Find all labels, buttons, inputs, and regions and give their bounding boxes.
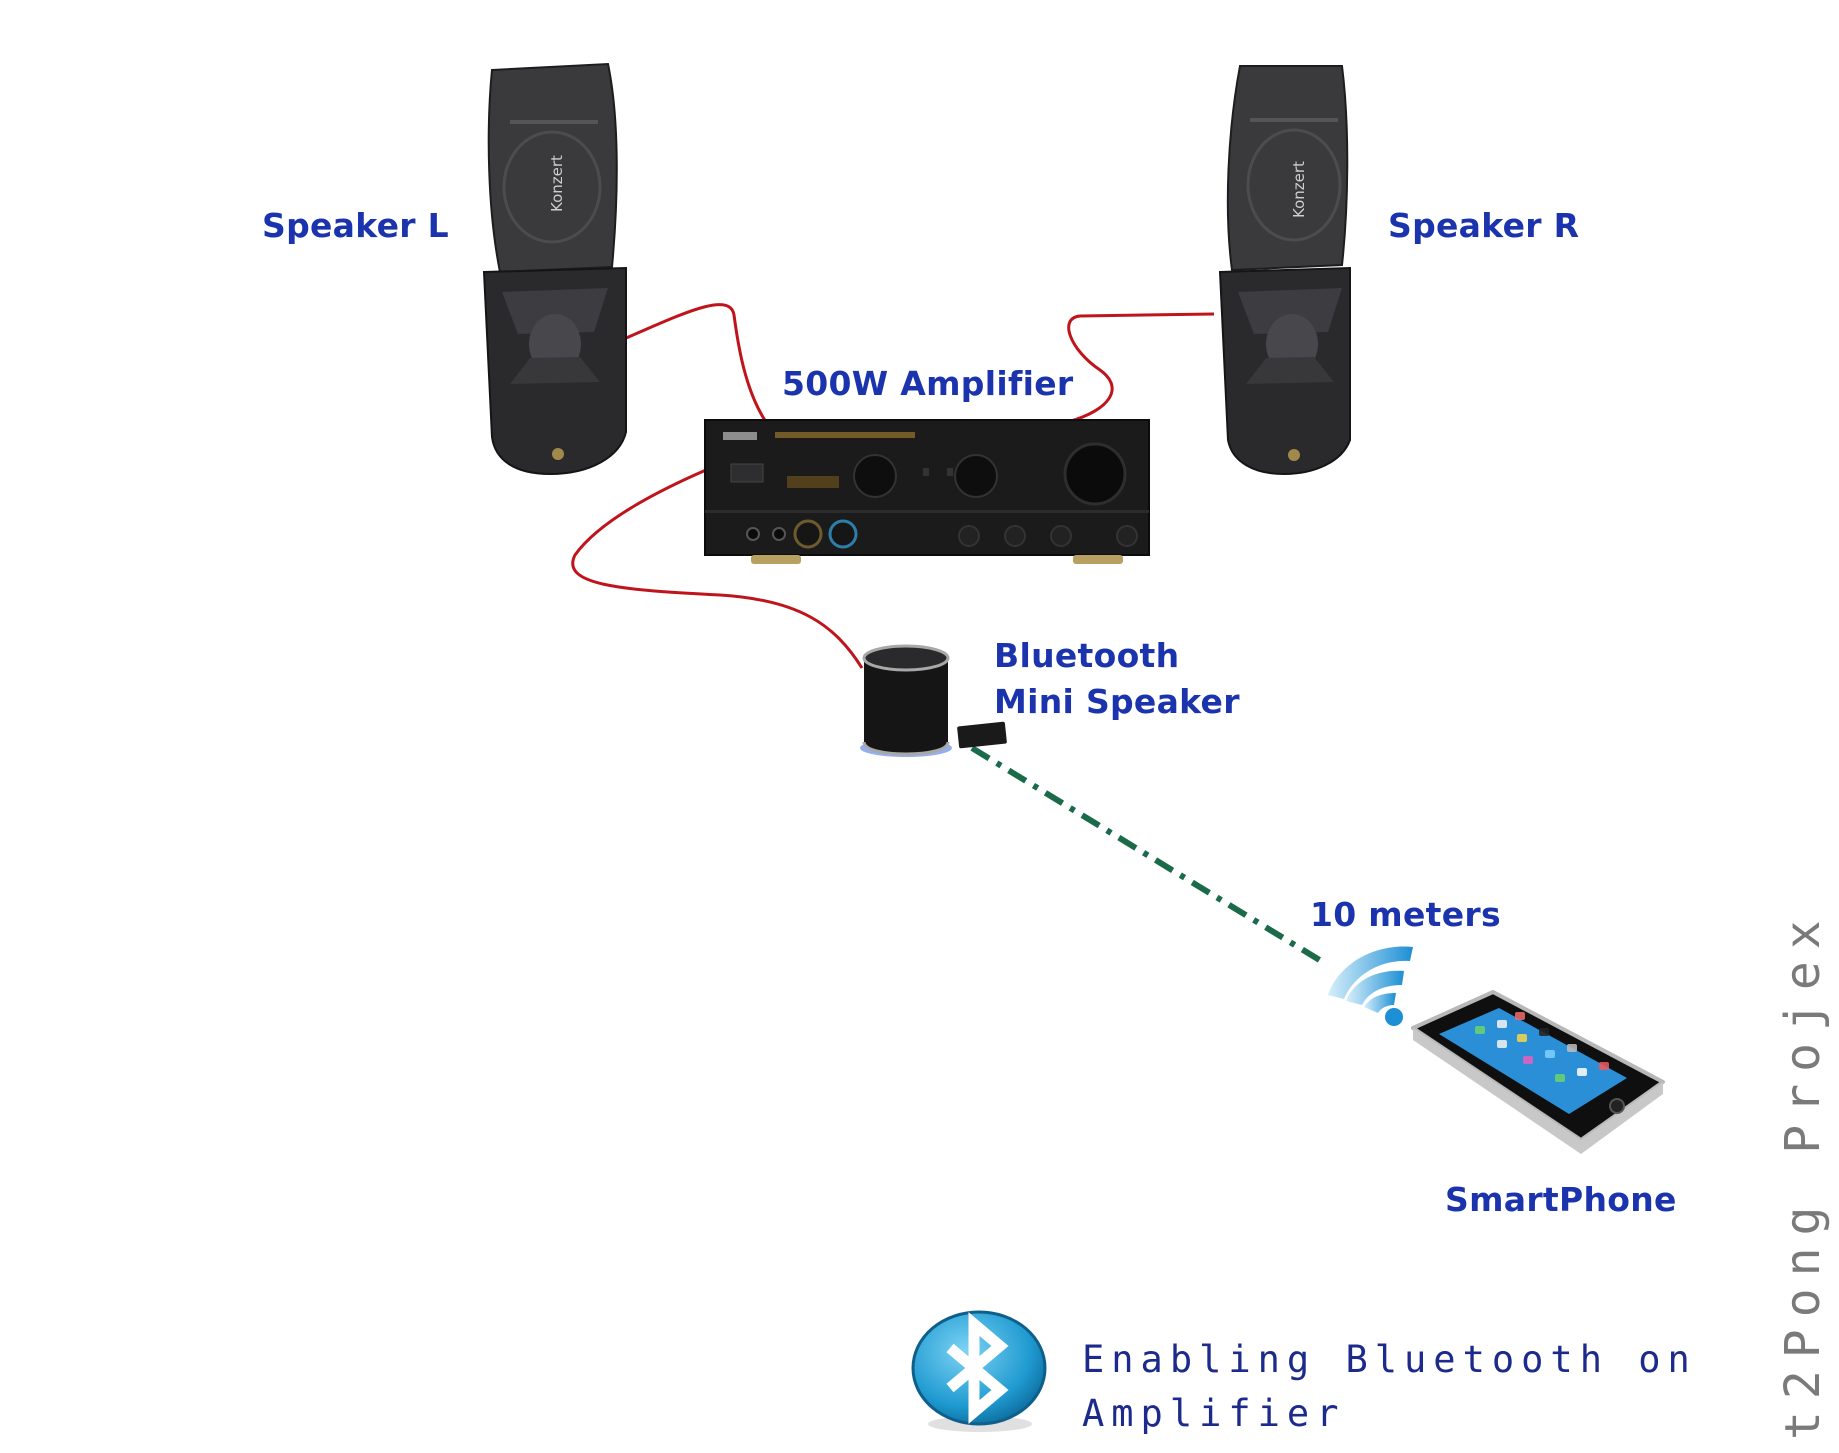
diagram-caption: Enabling Bluetooth on Amplifier bbox=[1082, 1333, 1697, 1441]
wire-amplifier-to-mini-speaker bbox=[571, 468, 864, 669]
amplifier-icon bbox=[704, 419, 1150, 564]
wireless-signal-icon bbox=[1328, 946, 1413, 1026]
speaker-cabinet-icon: Konzert bbox=[482, 62, 627, 476]
amplifier bbox=[704, 419, 1150, 564]
speaker-right-label: Speaker R bbox=[1388, 206, 1580, 245]
speaker-left-brand: Konzert bbox=[548, 155, 566, 212]
wire-speaker-left-to-amplifier bbox=[625, 303, 768, 423]
smartphone-icon bbox=[1411, 990, 1665, 1154]
mini-speaker-label-line-2: Mini Speaker bbox=[994, 682, 1240, 721]
smartphone-label: SmartPhone bbox=[1445, 1180, 1677, 1219]
bluetooth-mini-speaker-icon bbox=[860, 644, 1007, 757]
speaker-cabinet-icon: Konzert bbox=[1218, 65, 1351, 476]
speaker-right-brand: Konzert bbox=[1290, 161, 1308, 218]
speaker-left: Konzert bbox=[482, 62, 627, 476]
wireless-signal bbox=[1328, 946, 1413, 1026]
bluetooth-logo bbox=[911, 1310, 1047, 1432]
speaker-right: Konzert bbox=[1218, 65, 1351, 476]
smartphone bbox=[1411, 990, 1665, 1154]
caption-line-1: Enabling Bluetooth on bbox=[1082, 1338, 1697, 1381]
bluetooth-mini-speaker bbox=[860, 644, 1007, 757]
amplifier-label: 500W Amplifier bbox=[782, 364, 1074, 403]
watermark: t2Pong Projex bbox=[1775, 908, 1831, 1440]
wireless-link-line bbox=[970, 745, 1328, 967]
bluetooth-icon bbox=[911, 1310, 1047, 1432]
mini-speaker-label-line-1: Bluetooth bbox=[994, 636, 1180, 675]
range-label: 10 meters bbox=[1310, 895, 1501, 934]
mini-speaker-label: Bluetooth Mini Speaker bbox=[994, 633, 1240, 725]
speaker-left-label: Speaker L bbox=[262, 206, 449, 245]
caption-line-2: Amplifier bbox=[1082, 1392, 1346, 1435]
wire-speaker-right-to-amplifier bbox=[1067, 312, 1215, 424]
